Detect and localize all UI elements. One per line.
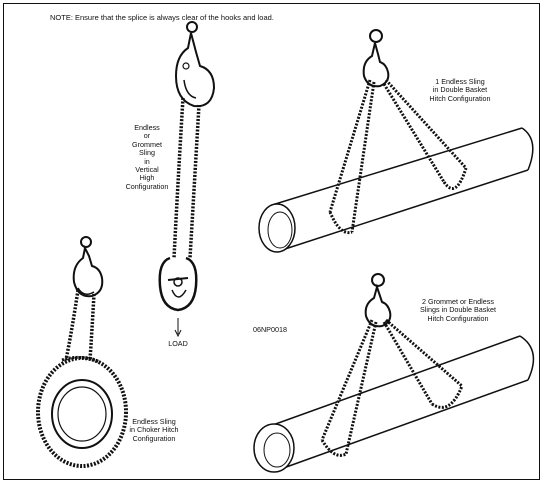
figure-frame <box>3 3 540 480</box>
choker-label: Endless Sling in Choker Hitch Configurat… <box>129 417 179 443</box>
choker-sling-figure <box>36 236 128 468</box>
figure-code: 06NP0018 <box>253 325 287 334</box>
vertical-sling-figure <box>158 21 216 338</box>
vertical-sling-label: Endless or Grommet Sling in Vertical Hig… <box>125 123 169 191</box>
double-basket-2-label: 2 Grommet or Endless Slings in Double Ba… <box>420 297 496 323</box>
double-basket-single-figure <box>258 29 534 253</box>
load-label: LOAD <box>168 339 188 348</box>
note-text: NOTE: Ensure that the splice is always c… <box>50 13 274 22</box>
double-basket-1-label: 1 Endless Sling in Double Basket Hitch C… <box>429 77 491 103</box>
double-basket-two-slings-figure <box>253 273 535 473</box>
